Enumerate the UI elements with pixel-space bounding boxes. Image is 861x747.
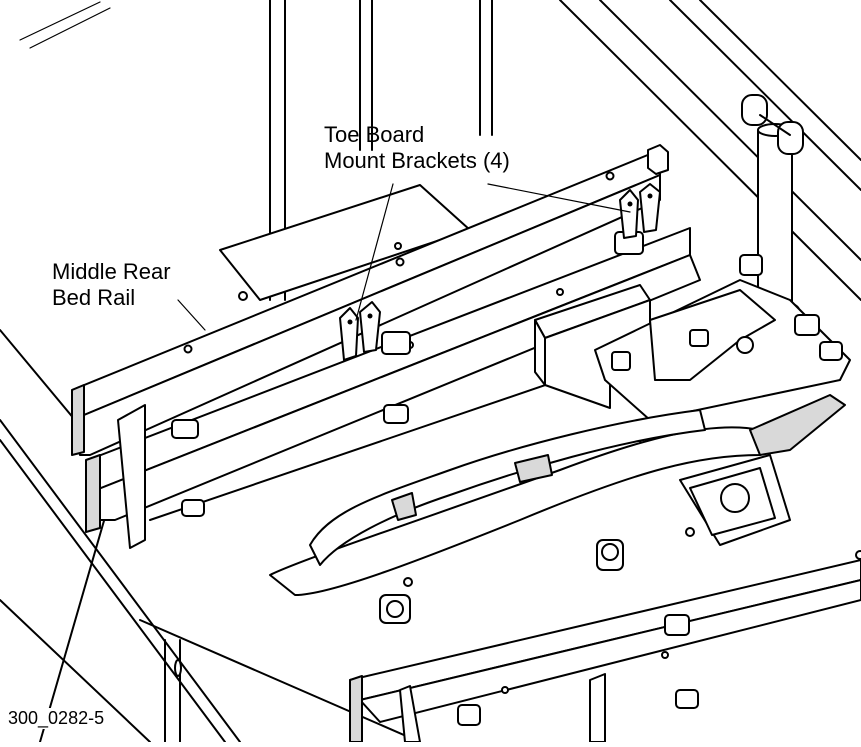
front-bed-rail <box>349 559 861 743</box>
leader-lines <box>177 183 631 331</box>
middle-rear-bed-rail-callout: Middle Rear Bed Rail <box>52 259 171 311</box>
toe-board-brackets-callout: Toe Board Mount Brackets (4) <box>324 122 510 174</box>
gearbox-housing <box>679 454 791 546</box>
toe-board-bracket-right <box>619 183 661 239</box>
callout-line-2: Mount Brackets (4) <box>324 148 510 173</box>
callout-line-2: Bed Rail <box>52 285 136 310</box>
rail-nuts <box>171 231 644 517</box>
callout-line-1: Toe Board <box>324 122 425 147</box>
pedal-arms <box>269 394 846 596</box>
callout-line-1: Middle Rear <box>52 259 171 284</box>
toe-board-bracket-left <box>339 301 381 361</box>
right-frame-rails <box>559 0 861 301</box>
left-frame <box>0 329 241 743</box>
pivot-bolts <box>379 527 861 624</box>
figure-id-label: 300_0282-5 <box>6 708 107 729</box>
top-left-frame <box>19 1 111 49</box>
